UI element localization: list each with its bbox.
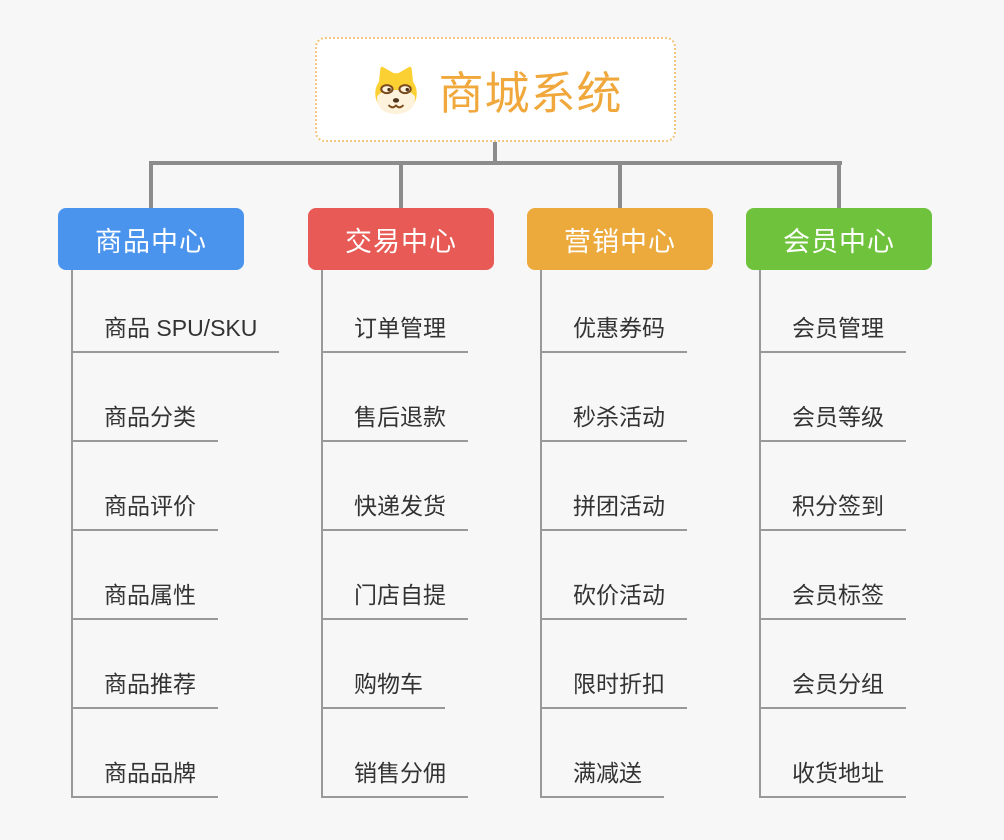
root-node[interactable]: 商城系统 bbox=[315, 37, 676, 142]
node-order-management[interactable]: 订单管理 bbox=[321, 270, 558, 353]
node-shopping-cart[interactable]: 购物车 bbox=[321, 620, 558, 709]
branch-trade-center: 交易中心 订单管理 售后退款 快递发货 门店自提 购物车 销售分佣 bbox=[308, 208, 558, 798]
branch-item-list: 商品 SPU/SKU 商品分类 商品评价 商品属性 商品推荐 商品品牌 bbox=[71, 270, 308, 798]
node-bargain-activity[interactable]: 砍价活动 bbox=[540, 531, 777, 620]
node-product-category[interactable]: 商品分类 bbox=[71, 353, 308, 442]
shiba-dog-icon bbox=[375, 66, 418, 114]
node-product-recommend[interactable]: 商品推荐 bbox=[71, 620, 308, 709]
root-title: 商城系统 bbox=[438, 68, 623, 119]
branch-member-center: 会员中心 会员管理 会员等级 积分签到 会员标签 会员分组 收货地址 bbox=[746, 208, 996, 798]
branch-item-list: 优惠券码 秒杀活动 拼团活动 砍价活动 限时折扣 满减送 bbox=[540, 270, 777, 798]
node-store-pickup[interactable]: 门店自提 bbox=[321, 531, 558, 620]
connector-drop-3 bbox=[618, 161, 622, 208]
branch-label: 交易中心 bbox=[345, 226, 457, 257]
branch-item-list: 订单管理 售后退款 快递发货 门店自提 购物车 销售分佣 bbox=[321, 270, 558, 798]
node-aftersale-refund[interactable]: 售后退款 bbox=[321, 353, 558, 442]
branch-label: 会员中心 bbox=[783, 226, 895, 257]
node-shipping-address[interactable]: 收货地址 bbox=[759, 709, 996, 798]
branch-header-marketing-center[interactable]: 营销中心 bbox=[527, 208, 713, 270]
branch-header-product-center[interactable]: 商品中心 bbox=[58, 208, 244, 270]
node-group-buy[interactable]: 拼团活动 bbox=[540, 442, 777, 531]
node-sales-commission[interactable]: 销售分佣 bbox=[321, 709, 558, 798]
node-limited-time-discount[interactable]: 限时折扣 bbox=[540, 620, 777, 709]
node-spend-and-save[interactable]: 满减送 bbox=[540, 709, 777, 798]
node-product-review[interactable]: 商品评价 bbox=[71, 442, 308, 531]
branch-label: 营销中心 bbox=[564, 226, 676, 257]
node-member-level[interactable]: 会员等级 bbox=[759, 353, 996, 442]
node-product-brand[interactable]: 商品品牌 bbox=[71, 709, 308, 798]
node-member-management[interactable]: 会员管理 bbox=[759, 270, 996, 353]
connector-root-stub bbox=[493, 140, 497, 165]
node-coupon-code[interactable]: 优惠券码 bbox=[540, 270, 777, 353]
branch-spine bbox=[71, 270, 73, 798]
node-express-shipping[interactable]: 快递发货 bbox=[321, 442, 558, 531]
node-flash-sale[interactable]: 秒杀活动 bbox=[540, 353, 777, 442]
branch-marketing-center: 营销中心 优惠券码 秒杀活动 拼团活动 砍价活动 限时折扣 满减送 bbox=[527, 208, 777, 798]
node-member-tag[interactable]: 会员标签 bbox=[759, 531, 996, 620]
node-points-checkin[interactable]: 积分签到 bbox=[759, 442, 996, 531]
branch-spine bbox=[540, 270, 542, 798]
connector-bus bbox=[149, 161, 842, 165]
branch-header-member-center[interactable]: 会员中心 bbox=[746, 208, 932, 270]
branch-spine bbox=[759, 270, 761, 798]
branch-item-list: 会员管理 会员等级 积分签到 会员标签 会员分组 收货地址 bbox=[759, 270, 996, 798]
connector-drop-4 bbox=[837, 161, 841, 208]
connector-drop-2 bbox=[399, 161, 403, 208]
node-product-spu-sku[interactable]: 商品 SPU/SKU bbox=[71, 270, 308, 353]
branch-spine bbox=[321, 270, 323, 798]
connector-drop-1 bbox=[149, 161, 153, 208]
branch-product-center: 商品中心 商品 SPU/SKU 商品分类 商品评价 商品属性 商品推荐 商品品牌 bbox=[58, 208, 308, 798]
branch-label: 商品中心 bbox=[95, 226, 207, 257]
node-member-group[interactable]: 会员分组 bbox=[759, 620, 996, 709]
node-product-attribute[interactable]: 商品属性 bbox=[71, 531, 308, 620]
branch-header-trade-center[interactable]: 交易中心 bbox=[308, 208, 494, 270]
